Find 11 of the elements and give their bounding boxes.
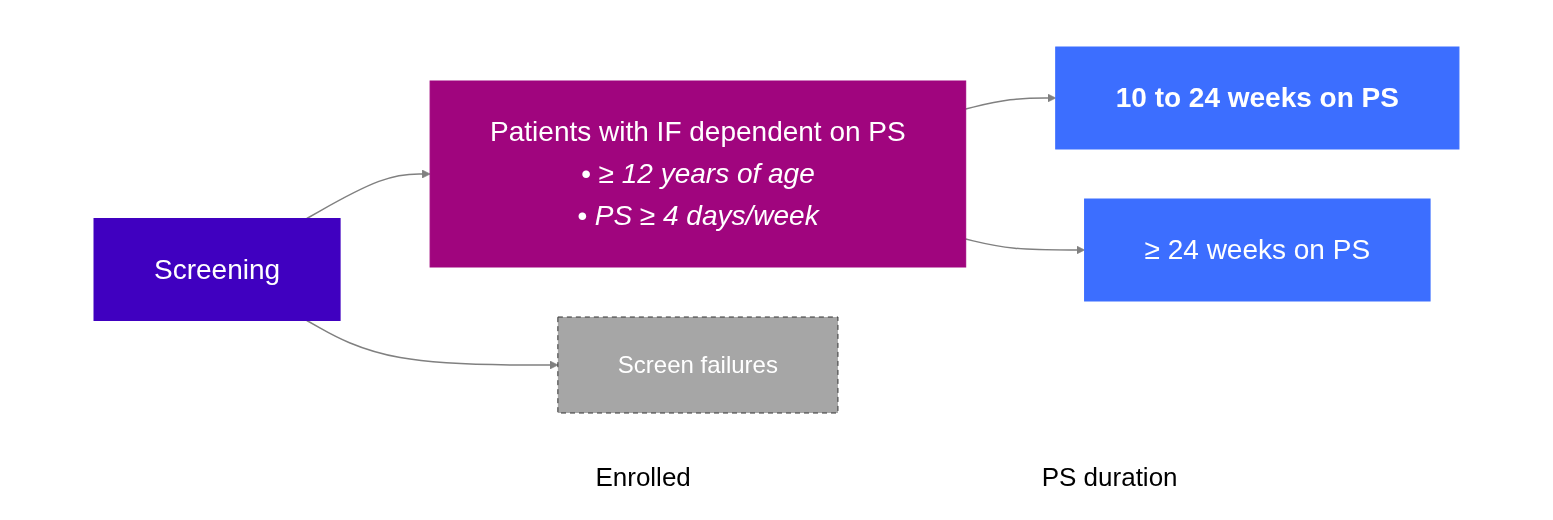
arrow [964,238,1085,255]
arrow [306,169,431,220]
node-box: 10 to 24 weeks on PS [1055,46,1460,150]
node-box: Screening [93,218,341,321]
arrow [964,93,1057,110]
node-box: Screen failures [557,316,839,414]
node-box: Patients with IF dependent on PS • ≥ 12 years of age • PS ≥ 4 days/week [429,80,967,268]
caption-text: Enrolled [595,462,691,493]
node-box: ≥ 24 weeks on PS [1084,198,1431,302]
caption-text: PS duration [1041,462,1178,493]
arrow [306,319,559,370]
